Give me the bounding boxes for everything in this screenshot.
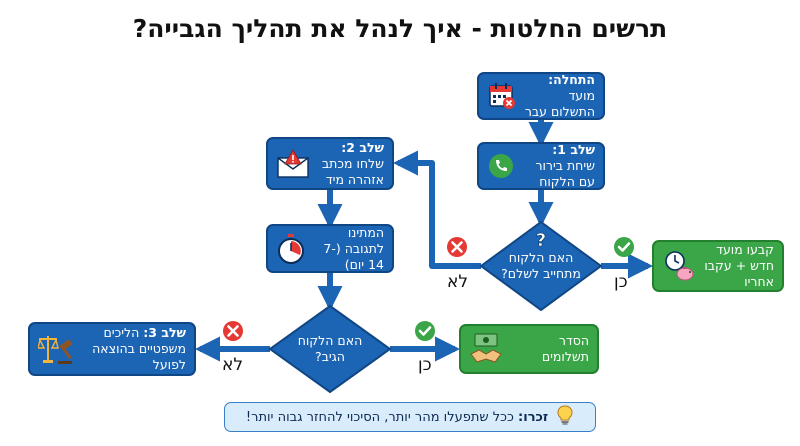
question-mark-icon: ? (535, 230, 546, 252)
node-arrangement-text: הסדר תשלומים (541, 333, 589, 364)
node-new-date-text: קבעו מועד חדש + עקבו אחריו (704, 242, 774, 289)
node-start-label: התחלה: (548, 72, 595, 87)
label-no-q1: לא (447, 272, 469, 292)
node-step2-text: שלחו מכתב אזהרה מיד (321, 155, 384, 187)
node-step3: שלב 3: הליכים משפטיים בהוצאה לפועל (28, 322, 196, 376)
node-step1-text: שיחת בירור עם הלקוח (535, 158, 595, 189)
node-new-date: קבעו מועד חדש + עקבו אחריו (652, 240, 784, 292)
node-wait-text: המתינו לתגובה (7-14 יום) (323, 224, 384, 272)
phone-icon (487, 152, 515, 180)
label-no-q2: לא (222, 355, 244, 375)
node-step1: שלב 1: שיחת בירור עם הלקוח (477, 142, 605, 190)
node-start-text: מועד התשלום עבר (524, 88, 595, 119)
no-mark-icon (447, 237, 467, 257)
calendar-overdue-icon (487, 81, 517, 111)
reminder-text: ככל שתפעלו מהר יותר, הסיכוי להחזר גבוה י… (245, 409, 514, 425)
label-yes-q2: כן (418, 355, 432, 375)
scales-gavel-icon (38, 332, 74, 366)
node-q1-text: האם הלקוח מתחייב לשלם? (501, 250, 581, 281)
decision-diamond-q1 (479, 220, 603, 312)
stopwatch-icon (276, 233, 306, 265)
svg-text:?: ? (536, 230, 546, 251)
node-step2: שלב 2: שלחו מכתב אזהרה מיד (266, 137, 394, 190)
warning-envelope-icon (276, 148, 310, 179)
yes-mark-icon (614, 237, 634, 257)
clock-piggy-bank-icon (662, 249, 696, 283)
node-wait: המתינו לתגובה (7-14 יום) (266, 224, 394, 273)
node-start: התחלה: מועד התשלום עבר (477, 72, 605, 120)
no-mark-icon (223, 321, 243, 341)
label-yes-q1: כן (614, 272, 628, 292)
node-step3-label: שלב 3: (143, 325, 186, 340)
page-title: תרשים החלטות - איך לנהל את תהליך הגבייה? (132, 14, 668, 43)
yes-mark-icon (415, 321, 435, 341)
reminder-label: זכרו: (518, 409, 549, 425)
reminder-note: זכרו: ככל שתפעלו מהר יותר, הסיכוי להחזר … (224, 402, 596, 432)
decision-diamond-q2 (268, 304, 392, 394)
node-q2-text: האם הלקוח הגיב? (297, 333, 363, 364)
node-step2-label: שלב 2: (341, 139, 384, 155)
node-step1-label: שלב 1: (552, 142, 595, 157)
handshake-money-icon (469, 332, 503, 366)
node-step3-text: הליכים משפטיים בהוצאה לפועל (92, 325, 186, 372)
arrow-q1-no (392, 150, 481, 269)
lightbulb-icon (556, 405, 574, 429)
node-arrangement: הסדר תשלומים (459, 324, 599, 374)
